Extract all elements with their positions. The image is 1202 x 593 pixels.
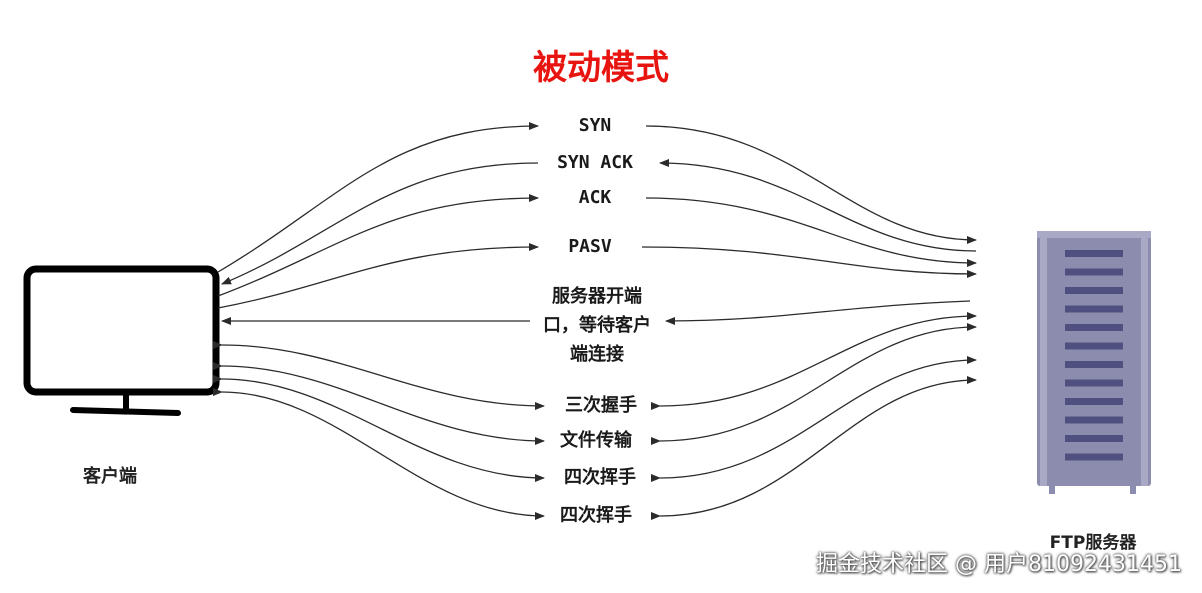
server-slots: [1065, 250, 1123, 461]
server-slot: [1065, 361, 1123, 368]
arrow-ack-server: [645, 197, 977, 267]
arrow-client-syn: [217, 122, 539, 273]
client-monitor-icon: [23, 265, 220, 416]
arrow-wave1-server: [650, 356, 977, 483]
watermark: 掘金技术社区 @ 用户81092431451: [816, 552, 1182, 577]
message-four-way-wave-1: 四次挥手: [564, 467, 636, 488]
message-syn-ack: SYN ACK: [557, 152, 633, 173]
diagram-title: 被动模式: [533, 48, 669, 88]
server-slot: [1065, 398, 1123, 405]
arrow-syn-server: [645, 125, 977, 244]
message-syn: SYN: [578, 115, 612, 136]
message-pasv: PASV: [568, 236, 612, 257]
server-slot: [1065, 435, 1123, 442]
server-slot: [1065, 324, 1123, 331]
ftp-server-icon: [1037, 231, 1151, 494]
server-slot: [1065, 453, 1123, 461]
server-slot: [1065, 268, 1123, 276]
arrow-handshake-server: [650, 312, 977, 411]
message-four-way-wave-2: 四次挥手: [560, 505, 632, 526]
arrow-synack-client: [221, 162, 539, 285]
server-slot: [1065, 342, 1123, 350]
arrow-client-ack: [217, 194, 539, 297]
arrow-client-pasv: [217, 243, 539, 309]
server-slot: [1065, 287, 1123, 294]
arrow-client-wave1: [212, 374, 545, 482]
arrow-pasv-server: [641, 246, 977, 278]
arrow-client-wave2: [212, 387, 545, 520]
server-slot: [1065, 379, 1123, 387]
client-label: 客户端: [83, 466, 137, 487]
message-file-transfer: 文件传输: [560, 430, 632, 451]
arrow-wave2-server: [650, 376, 977, 521]
server-slot: [1065, 416, 1123, 424]
arrow-server-openport: [665, 300, 971, 325]
arrow-server-synack: [659, 159, 977, 252]
arrow-client-handshake: [212, 340, 545, 410]
server-slot: [1065, 305, 1123, 313]
server-slot: [1065, 250, 1123, 257]
message-ack: ACK: [578, 187, 612, 208]
message-three-way-handshake: 三次握手: [565, 395, 637, 416]
message-open-port: 服务器开端 口，等待客户 端连接: [543, 286, 651, 365]
server-label: FTP服务器: [1049, 533, 1137, 553]
arrow-transfer-server: [650, 323, 977, 446]
